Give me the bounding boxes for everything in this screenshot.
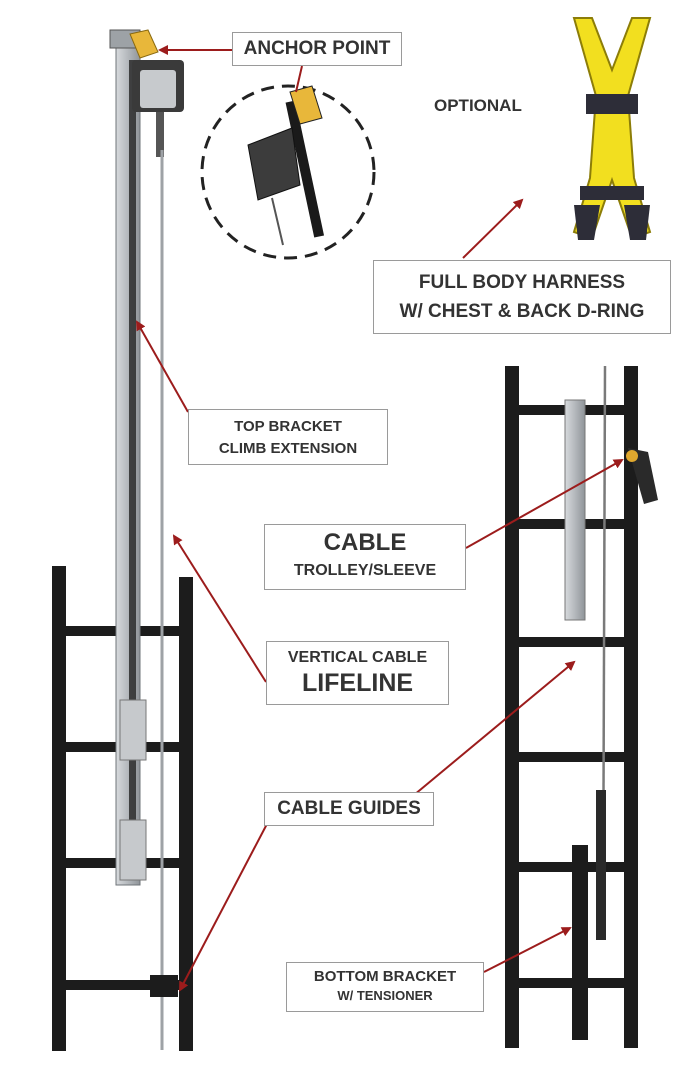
arrow-cable-guide-right: [413, 660, 576, 796]
anchor-point-label: ANCHOR POINT: [232, 32, 402, 66]
bottom-bracket-label: BOTTOM BRACKET W/ TENSIONER: [286, 962, 484, 1012]
arrow-cable-guide-left: [179, 821, 269, 992]
leader-anchor-detail: [295, 65, 303, 93]
ladder-rung: [512, 637, 630, 647]
cable-guides-label: CABLE GUIDES: [264, 792, 434, 826]
top-bracket-label-line2: CLIMB EXTENSION: [218, 440, 358, 457]
right-ladder: [505, 365, 658, 1048]
cable-guides-text: CABLE GUIDES: [277, 798, 421, 819]
harness-label: FULL BODY HARNESS W/ CHEST & BACK D-RING: [373, 260, 671, 334]
cable-trolley-label-line2: TROLLEY/SLEEVE: [293, 562, 437, 579]
arrow-top-bracket: [136, 320, 189, 413]
lifeline-label: VERTICAL CABLE LIFELINE: [266, 641, 449, 705]
top-bracket-label-line1: TOP BRACKET: [234, 418, 342, 435]
harness-label-line2: W/ CHEST & BACK D-RING: [399, 301, 645, 322]
arrow-lifeline: [172, 534, 267, 683]
cable-trolley-label-line1: CABLE: [323, 529, 407, 556]
cable-trolley-label: CABLE TROLLEY/SLEEVE: [264, 524, 466, 590]
arrow-cable-trolley: [465, 459, 624, 549]
harness-label-line1: FULL BODY HARNESS: [418, 272, 626, 293]
arrow-harness: [462, 198, 524, 259]
bottom-bracket-label-line1: BOTTOM BRACKET: [313, 968, 457, 985]
lifeline-label-line1: VERTICAL CABLE: [287, 649, 428, 666]
anchor-detail-circle: [200, 84, 376, 260]
optional-text: OPTIONAL: [434, 96, 522, 115]
top-bracket-label: TOP BRACKET CLIMB EXTENSION: [188, 409, 388, 465]
lifeline-label-line2: LIFELINE: [301, 669, 414, 697]
cable-guide-bottom: [150, 975, 178, 997]
bottom-bracket: [572, 845, 588, 1040]
ladder-rung: [512, 862, 630, 872]
ladder-rung: [512, 978, 630, 988]
ladder-rung: [512, 752, 630, 762]
bottom-bracket-label-line2: W/ TENSIONER: [337, 988, 433, 1003]
arrow-bottom-bracket: [483, 927, 572, 973]
ladder-rung: [60, 980, 190, 990]
tensioner: [596, 790, 606, 940]
optional-label: OPTIONAL: [434, 96, 522, 116]
harness-image: [572, 17, 652, 240]
anchor-point-text: ANCHOR POINT: [243, 38, 391, 59]
callout-arrows: [136, 45, 624, 992]
top-bracket-extension: [109, 29, 147, 886]
